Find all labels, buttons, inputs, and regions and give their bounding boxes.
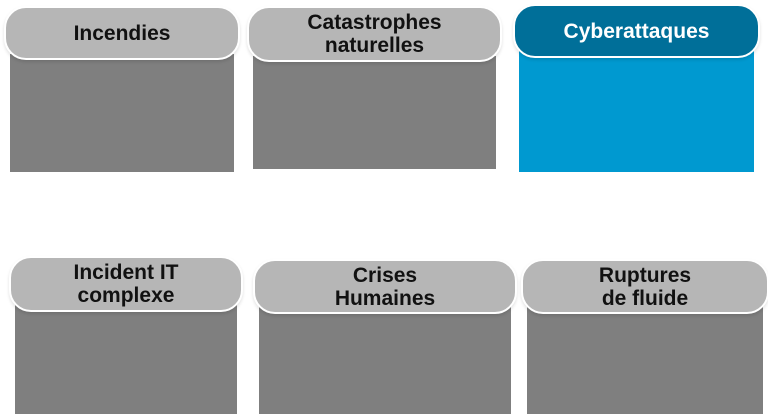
card-title: Incendies <box>4 6 240 60</box>
card-panel <box>259 303 511 414</box>
card-title: Cyberattaques <box>513 4 760 58</box>
card-panel <box>15 300 237 414</box>
card-cyberattaques[interactable]: Cyberattaques <box>513 4 760 172</box>
card-incendies[interactable]: Incendies <box>4 6 240 172</box>
card-panel <box>253 56 496 169</box>
card-panel <box>10 54 234 172</box>
card-panel <box>527 303 763 414</box>
card-panel <box>519 50 754 172</box>
